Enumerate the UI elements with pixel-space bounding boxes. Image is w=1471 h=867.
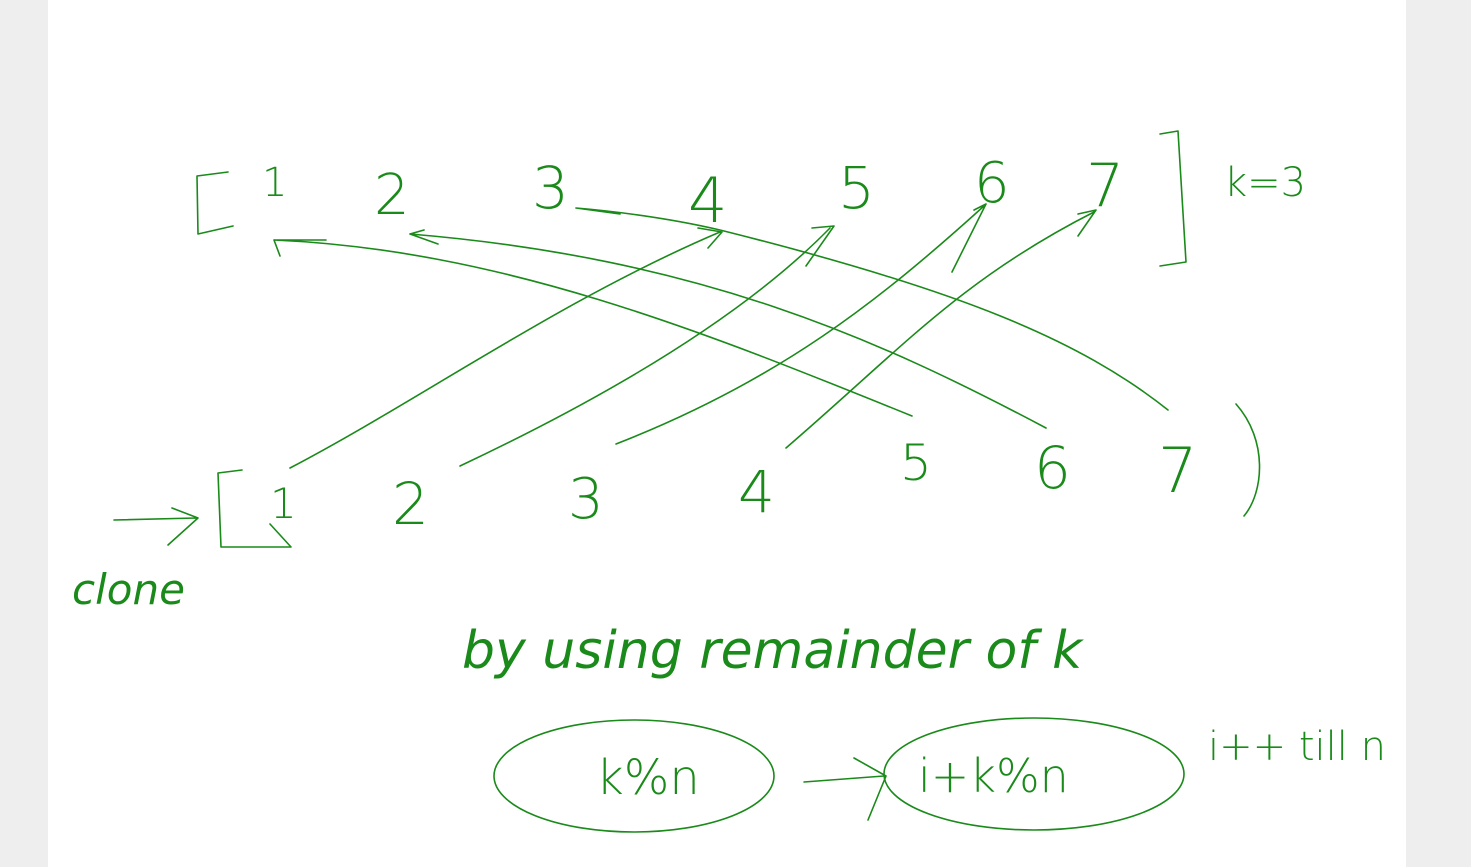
bottom-item-7: 7 [1158, 434, 1197, 507]
bottom-open-bracket [217, 469, 292, 548]
top-item-5: 5 [838, 154, 875, 222]
top-item-4: 4 [688, 164, 727, 237]
arrow-b7-to-t3 [575, 207, 1169, 411]
top-item-2: 2 [374, 163, 410, 228]
arrow-b5-to-t1 [273, 239, 913, 417]
top-item-3: 3 [532, 154, 569, 222]
arrow-b2-to-t5 [459, 225, 835, 467]
arrow-b1-to-t4 [289, 227, 723, 469]
bottom-item-1: 1 [270, 479, 297, 528]
top-open-bracket [196, 171, 234, 235]
arrow-b6-to-t2 [409, 229, 1047, 429]
bottom-item-2: 2 [392, 470, 429, 538]
whiteboard-page [48, 0, 1406, 867]
top-item-1: 1 [262, 160, 287, 206]
k-note: k=3 [1224, 160, 1306, 206]
top-item-7: 7 [1086, 151, 1124, 221]
clone-arrow [113, 507, 199, 546]
bottom-array: 1 2 3 4 5 6 7 clone [72, 403, 1261, 614]
bottom-item-3: 3 [568, 467, 604, 532]
formula-left-oval [493, 719, 775, 833]
clone-label: clone [72, 565, 185, 614]
explanation-notes: by using remainder of k k%n i+k%n i++ ti… [462, 621, 1386, 833]
method-note: by using remainder of k [462, 621, 1084, 681]
formula-right: i+k%n [918, 749, 1069, 803]
top-close-bracket [1159, 130, 1187, 267]
arrow-b4-to-t7 [785, 209, 1097, 449]
loop-note: i++ till n [1208, 724, 1386, 770]
bottom-item-4: 4 [738, 458, 775, 526]
arrow-b3-to-t6 [615, 203, 987, 445]
bottom-item-5: 5 [900, 434, 932, 492]
formula-left: k%n [596, 750, 700, 806]
bottom-close-paren [1235, 403, 1261, 517]
top-item-6: 6 [974, 151, 1010, 216]
formula-right-oval [883, 717, 1185, 831]
rotation-arrows [273, 203, 1169, 469]
bottom-item-6: 6 [1034, 434, 1071, 502]
top-array: 1 2 3 4 5 6 7 k=3 [196, 130, 1306, 267]
formula-arrow [803, 757, 887, 821]
